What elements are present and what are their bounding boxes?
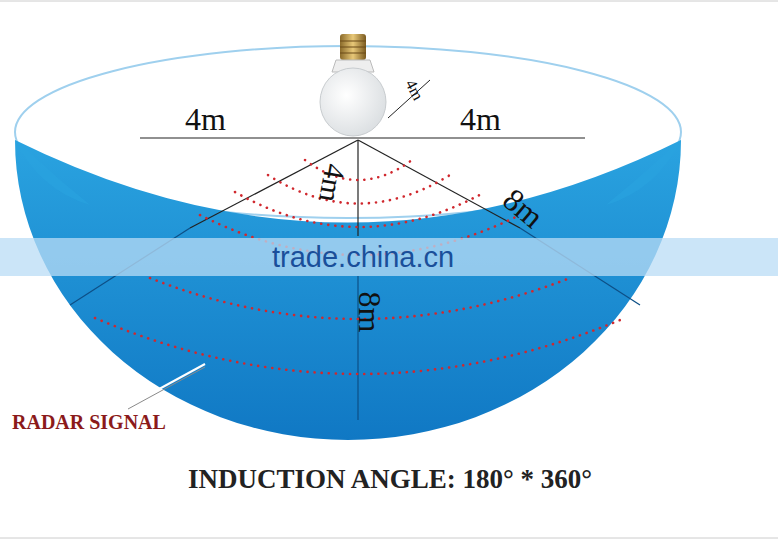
dimension-label: 4m	[460, 103, 501, 135]
dimension-label: 8m	[354, 292, 386, 333]
caption: INDUCTION ANGLE: 180° * 360°	[188, 466, 592, 493]
dimension-label: 4m	[185, 103, 226, 135]
dimension-label: 4m	[314, 162, 350, 205]
watermark: trade.china.cn	[272, 243, 454, 272]
radar-signal-label: RADAR SIGNAL	[12, 412, 166, 432]
